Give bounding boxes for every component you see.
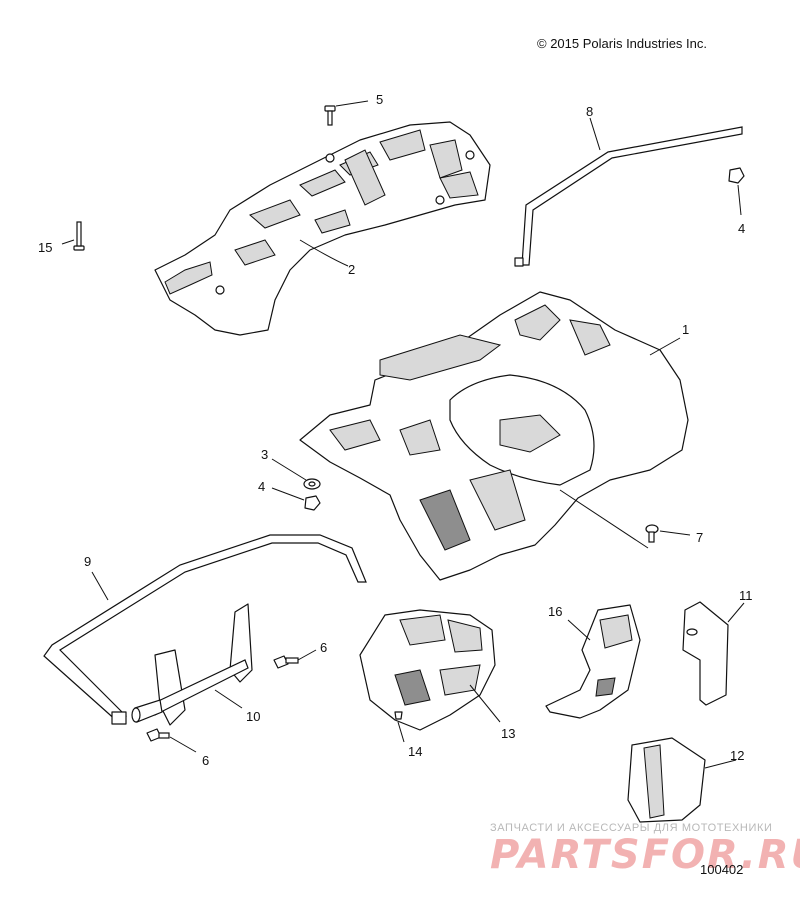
- part-5-bolt[interactable]: [324, 100, 369, 126]
- callout-2: 2: [348, 262, 355, 277]
- part-11-guard-plate[interactable]: [682, 601, 745, 706]
- part-7-push-rivet[interactable]: [645, 524, 691, 543]
- copyright-notice: © 2015 Polaris Industries Inc.: [537, 36, 707, 51]
- part-6-bolt-lower[interactable]: [146, 728, 197, 753]
- part-8-rack-tube[interactable]: [514, 117, 743, 267]
- callout-labels: 1 2 3 4 4 5 6 6 7 8 9 10 11 12 13 14 15 …: [38, 92, 753, 768]
- part-14-clip[interactable]: [394, 711, 405, 743]
- callout-13: 13: [501, 726, 515, 741]
- callout-4-upper: 4: [738, 221, 745, 236]
- callout-14: 14: [408, 744, 422, 759]
- watermark-tagline: ЗАПЧАСТИ И АКСЕССУАРЫ ДЛЯ МОТОТЕХНИКИ: [490, 822, 773, 834]
- part-16-deflector[interactable]: [545, 604, 641, 719]
- callout-10: 10: [246, 709, 260, 724]
- callout-8: 8: [586, 104, 593, 119]
- callout-6-upper: 6: [320, 640, 327, 655]
- part-6-bolt-upper[interactable]: [273, 649, 317, 669]
- callout-12: 12: [730, 748, 744, 763]
- watermark-logo: PARTSFOR.RU: [490, 832, 800, 878]
- callout-11: 11: [739, 588, 753, 603]
- callout-6-lower: 6: [202, 753, 209, 768]
- callout-5: 5: [376, 92, 383, 107]
- part-15-long-bolt[interactable]: [61, 221, 85, 251]
- figure-number: 100402: [700, 862, 744, 877]
- part-3-washer[interactable]: [271, 458, 321, 490]
- part-9-frame-tube[interactable]: [43, 534, 367, 725]
- part-4-nut-lower[interactable]: [271, 487, 321, 511]
- callout-7: 7: [696, 530, 703, 545]
- part-13-side-panel[interactable]: [359, 609, 501, 731]
- callout-1: 1: [682, 322, 689, 337]
- part-1-rear-fender[interactable]: [299, 291, 689, 581]
- callout-16: 16: [548, 604, 562, 619]
- part-2-rear-rack[interactable]: [154, 121, 491, 336]
- part-10-bracket-assembly[interactable]: [131, 603, 253, 726]
- callout-15: 15: [38, 240, 52, 255]
- part-12-shield-panel[interactable]: [627, 737, 737, 823]
- callout-4-lower: 4: [258, 479, 265, 494]
- callout-3: 3: [261, 447, 268, 462]
- callout-9: 9: [84, 554, 91, 569]
- part-4-nut-upper[interactable]: [728, 167, 745, 216]
